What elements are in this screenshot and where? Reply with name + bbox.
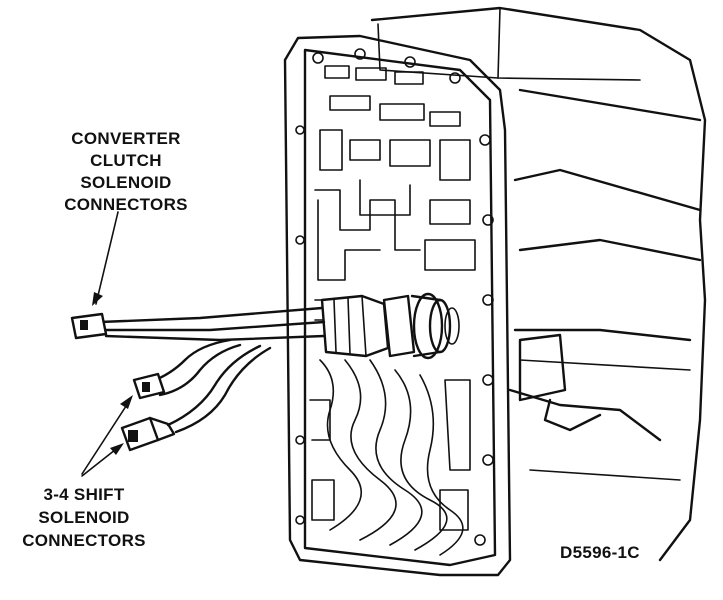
label-line: CONNECTORS [22, 531, 146, 550]
fluid-channels [309, 179, 471, 556]
valve-body-plate [283, 34, 512, 577]
label-line: 3-4 SHIFT [43, 485, 124, 504]
converter-clutch-arrow [95, 211, 119, 305]
bolt-holes [295, 48, 494, 546]
valve-ports [319, 65, 476, 271]
transmission-case [370, 6, 707, 562]
label-line: SOLENOID [38, 508, 129, 527]
connector-assembly [320, 292, 460, 360]
converter-clutch-label: CONVERTER CLUTCH SOLENOID CONNECTORS [64, 129, 188, 214]
shift-solenoid-arrow-upper [81, 399, 131, 475]
label-line: CONVERTER [71, 129, 180, 148]
label-line: CONNECTORS [64, 195, 188, 214]
shift-solenoid-label: 3-4 SHIFT SOLENOID CONNECTORS [22, 485, 146, 550]
wiring-harness [70, 306, 326, 452]
shift-solenoid-connector-lower [120, 416, 176, 452]
label-line: SOLENOID [80, 173, 171, 192]
label-line: CLUTCH [90, 151, 162, 170]
figure-code: D5596-1C [560, 543, 640, 562]
shift-solenoid-connector-upper [132, 372, 166, 400]
leader-arrows [81, 211, 133, 477]
converter-clutch-connector [70, 312, 108, 340]
